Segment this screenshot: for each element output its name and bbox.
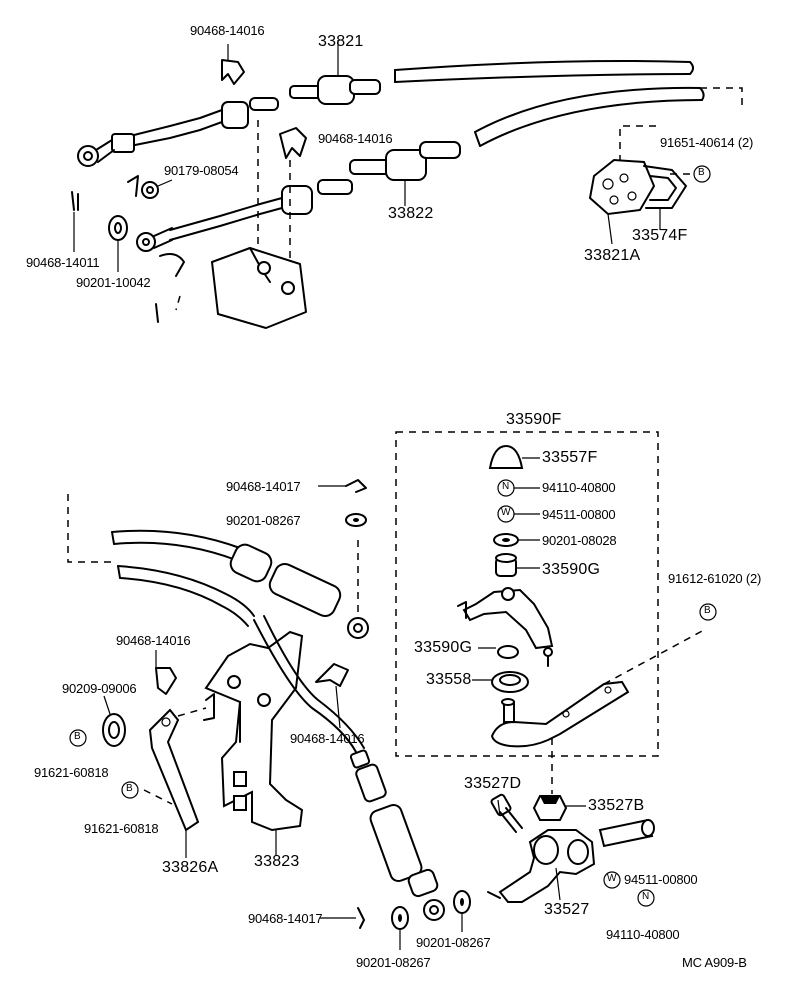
w-symbol-box: [497, 505, 515, 523]
label-90201-08267-bottom-left: 90201-08267: [356, 955, 431, 970]
boot-33557F: [488, 444, 540, 469]
label-33590G-upper: 33590G: [542, 561, 601, 578]
label-33558: 33558: [426, 671, 472, 688]
bushing-33590G-lower: [478, 645, 519, 659]
washer-90201-08267-bottom-left: [391, 906, 409, 950]
b-symbol-upper-letter: B: [698, 167, 705, 178]
label-90201-08267-top: 90201-08267: [226, 513, 301, 528]
pin-90468-14011: [71, 191, 79, 252]
label-33823: 33823: [254, 853, 300, 870]
label-90468-14011: 90468-14011: [26, 255, 100, 270]
label-33821A: 33821A: [584, 247, 641, 264]
w-symbol-bottom-letter: W: [607, 873, 617, 884]
mount-33821A: [588, 87, 743, 245]
label-90201-08028: 90201-08028: [542, 533, 617, 548]
b-symbol-right: [699, 603, 717, 621]
label-91651-40614: 91651-40614 (2): [660, 135, 754, 150]
upper-cable-hoses: [394, 60, 705, 147]
label-33557F: 33557F: [542, 449, 598, 466]
label-90468-14017-bottom: 90468-14017: [248, 911, 323, 926]
clip-90468-14016-top: [221, 44, 245, 85]
washer-90201-08267-bottom-right: [453, 890, 471, 932]
label-90201-08267-bottom-right: 90201-08267: [416, 935, 491, 950]
n-symbol-box: [497, 479, 515, 497]
label-33822: 33822: [388, 205, 434, 222]
bushing-33590G-upper: [495, 553, 540, 577]
w-symbol-bottom: [603, 871, 621, 889]
label-33527D: 33527D: [464, 775, 522, 792]
b-symbol-right-letter: B: [704, 605, 711, 616]
label-91612-61020: 91612-61020 (2): [668, 571, 762, 586]
lever-plate: [490, 680, 630, 748]
label-90209-09006: 90209-09006: [62, 681, 137, 696]
label-90179-08054: 90179-08054: [164, 163, 239, 178]
clip-90468-14017-bottom: [320, 907, 365, 929]
clip-90468-14016-lower: [315, 663, 349, 729]
bolt-33527D: [490, 793, 523, 833]
upper-cable-end-2: [136, 179, 353, 252]
nut-90179-08054: [127, 175, 173, 199]
upper-cable-end-1: [77, 97, 279, 167]
upper-bracket: [155, 120, 307, 329]
clip-90468-14017-top: [318, 479, 367, 493]
bracket-33826A: [148, 707, 207, 858]
washer-90201-08028: [493, 533, 540, 547]
label-33527: 33527: [544, 901, 590, 918]
label-91621-60818-left: 91621-60818: [34, 765, 109, 780]
washer-90201-08267-top: [345, 513, 367, 527]
label-90468-14017-top: 90468-14017: [226, 479, 301, 494]
label-90468-14016-top: 90468-14016: [190, 23, 265, 38]
n-symbol-bottom: [637, 889, 655, 907]
w-symbol-box-letter: W: [501, 507, 511, 518]
label-33826A: 33826A: [162, 859, 219, 876]
label-90468-14016-mid: 90468-14016: [318, 131, 393, 146]
washer-90209-09006: [102, 695, 126, 747]
clip-90468-14016-mid: [279, 127, 307, 159]
leader-91612-61020: [603, 629, 705, 685]
label-33574F: 33574F: [632, 227, 688, 244]
label-90468-14016-lower: 90468-14016: [290, 731, 365, 746]
label-94511-00800-bottom: 94511-00800: [624, 872, 698, 887]
bracket-33823: [203, 630, 304, 856]
grommet-33822: [349, 141, 461, 206]
lower-cable-end: [229, 540, 369, 639]
shift-lever-arm: [457, 587, 554, 667]
footer-code: MC A909-B: [682, 955, 747, 970]
lever-33527: [487, 818, 655, 903]
grommet-33821: [289, 40, 381, 105]
n-symbol-box-letter: N: [502, 481, 510, 492]
washer-90201-10042: [108, 215, 128, 272]
label-33590G-lower: 33590G: [414, 639, 473, 656]
b-symbol-left-letter: B: [74, 731, 81, 742]
label-94110-40800-box: 94110-40800: [542, 480, 616, 495]
assembly-box-33590F: [395, 431, 659, 757]
b-symbol-lower-letter: B: [126, 783, 133, 794]
lower-cable-hoses: [67, 494, 255, 627]
n-symbol-bottom-letter: N: [642, 891, 650, 902]
label-33527B: 33527B: [588, 797, 645, 814]
label-33590F: 33590F: [506, 411, 562, 428]
label-90468-14016-left: 90468-14016: [116, 633, 191, 648]
nut-33527B: [532, 738, 586, 821]
lower-shift-cable: [253, 615, 445, 921]
bushing-33558: [472, 671, 529, 693]
label-91621-60818-lower: 91621-60818: [84, 821, 159, 836]
label-94511-00800-box: 94511-00800: [542, 507, 616, 522]
label-90201-10042: 90201-10042: [76, 275, 151, 290]
b-symbol-lower: [121, 781, 139, 799]
clip-90468-14016-left: [155, 650, 177, 695]
label-33821: 33821: [318, 33, 364, 50]
label-94110-40800-bottom: 94110-40800: [606, 927, 680, 942]
leader-b-lower: [143, 789, 173, 805]
b-symbol-upper: [693, 165, 711, 183]
b-symbol-left: [69, 729, 87, 747]
